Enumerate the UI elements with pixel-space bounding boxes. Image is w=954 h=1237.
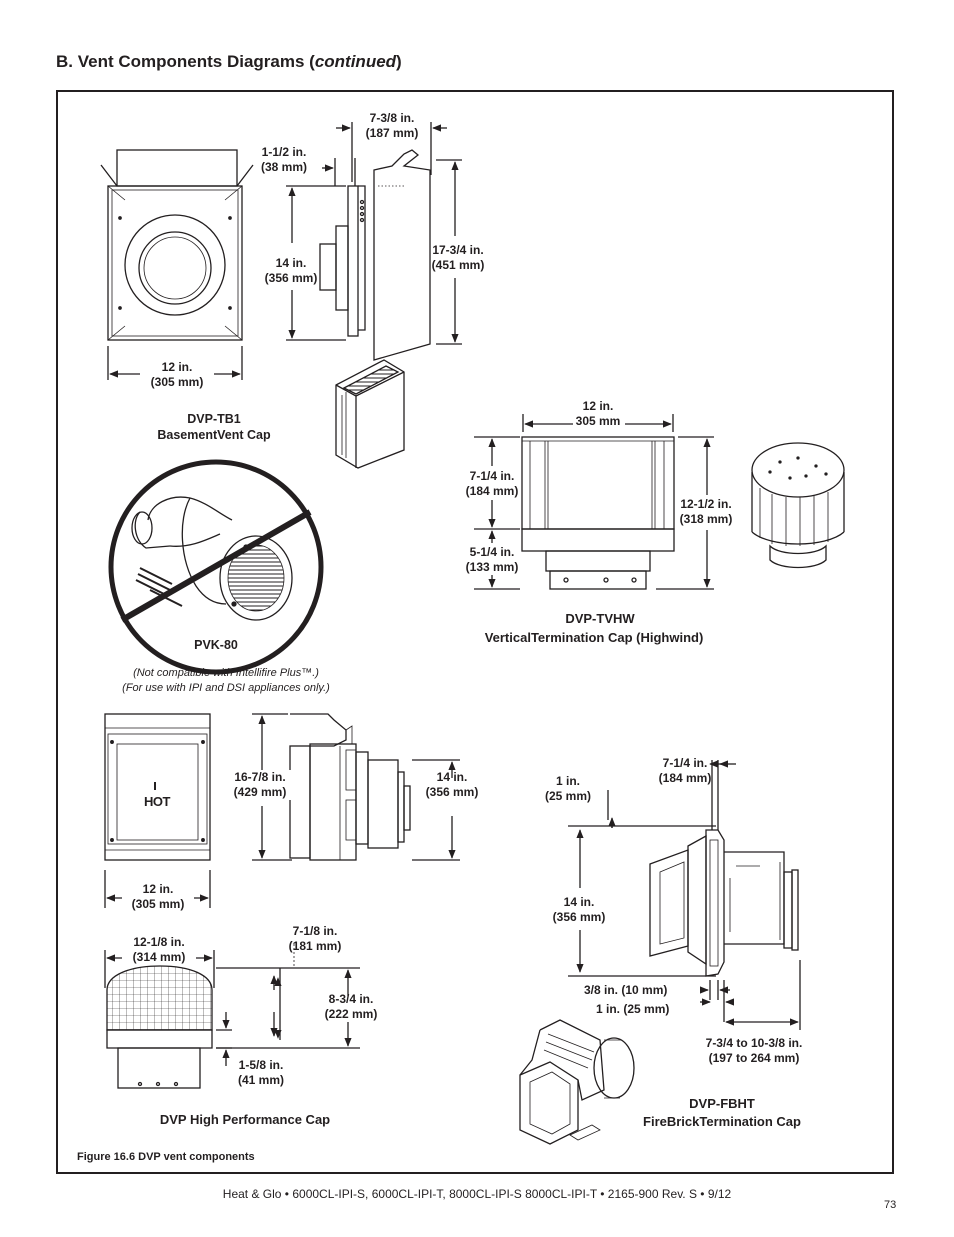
tb1-isometric [335,359,405,469]
section-title: B. Vent Components Diagrams (continued) [56,52,402,71]
hp-cap-view [104,944,360,1089]
tb1-side-height-dimension: 14 in. (356 mm) [264,256,318,285]
fbht-height-dimension: 14 in. (356 mm) [544,895,614,925]
fbht-small-dimension-1: 3/8 in. (10 mm) [584,983,668,997]
hp-right-height-dimension: 14 in. (356 mm) [425,770,479,799]
tb1-depth-dimension: 7-3/8 in. (187 mm) [365,111,419,140]
tvhw-total-height-dimension: 12-1/2 in. (318 mm) [679,497,733,526]
tb1-total-height-dimension: 17-3/4 in. (451 mm) [431,243,485,272]
tvhw-caption: VerticalTermination Cap (Highwind) [484,630,704,645]
figure-frame [56,90,894,1174]
hp-guard-width-dimension: 12 in. (305 mm) [122,882,194,912]
hp-cap-width-dimension: 12-1/8 in. (314 mm) [122,935,196,965]
tb1-front-view [100,149,254,380]
fbht-isometric [519,1019,635,1145]
tb1-side-view [286,122,462,361]
pvk80-caption: PVK-80 [194,638,238,652]
tvhw-upper-height-dimension: 7-1/4 in. (184 mm) [465,469,519,498]
tb1-width-dimension: 12 in. (305 mm) [140,360,214,390]
pvk80-usage-note: (For use with IPI and DSI appliances onl… [122,682,330,694]
hp-caption: DVP High Performance Cap [159,1112,331,1127]
fbht-depth-dimension: 7-1/4 in. (184 mm) [658,756,712,785]
fbht-offset-dimension: 1 in. (25 mm) [544,774,591,803]
hp-side-view [252,713,460,861]
figure-caption: Figure 16.6 DVP vent components [77,1151,255,1163]
fbht-caption: DVP-FBHT FireBrickTermination Cap [643,1096,801,1129]
pvk80-drawing [108,459,324,675]
tvhw-drawing [474,414,714,590]
hp-left-height-dimension: 16-7/8 in. (429 mm) [226,770,294,800]
tb1-flange-dimension: 1-1/2 in. (38 mm) [260,145,307,174]
hp-cap-height-dimension: 8-3/4 in. (222 mm) [324,992,378,1021]
tvhw-isometric [751,442,845,569]
pvk80-compatibility-note: (Not compatible with Intellifire Plus™.) [133,667,319,679]
page-number: 73 [884,1199,897,1211]
page-footer: Heat & Glo • 6000CL-IPI-S, 6000CL-IPI-T,… [222,1187,732,1201]
tb1-caption: DVP-TB1 BasementVent Cap [157,412,271,442]
fbht-side-view [568,760,801,1030]
fbht-range-dimension: 7-3/4 to 10-3/8 in. (197 to 264 mm) [705,1036,803,1065]
tvhw-width-dimension: 12 in. 305 mm [575,399,621,428]
hp-front-view [104,713,211,908]
hot-warning-label: HOT [144,794,170,809]
hp-collar-dimension: 1-5/8 in. (41 mm) [237,1058,284,1087]
hp-cap-depth-dimension: 7-1/8 in. (181 mm) [288,924,342,953]
tvhw-lower-height-dimension: 5-1/4 in. (133 mm) [465,545,519,574]
tvhw-model: DVP-TVHW [565,611,635,626]
fbht-small-dimension-2: 1 in. (25 mm) [596,1002,670,1016]
